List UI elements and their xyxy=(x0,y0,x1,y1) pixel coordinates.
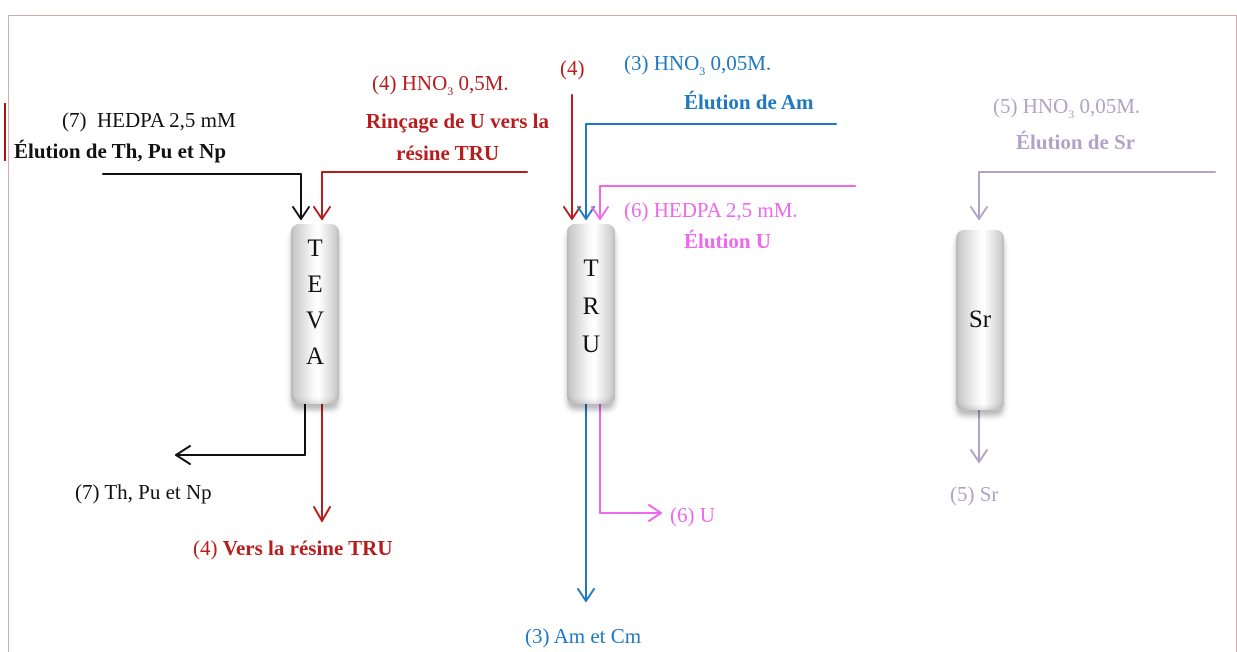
teva-letter: E xyxy=(307,271,323,298)
step-number: (5) xyxy=(993,94,1018,118)
step-number: (3) xyxy=(624,51,649,75)
tru-inlet-red-arrow xyxy=(563,94,581,220)
sr-column: Sr xyxy=(956,230,1004,410)
frame-left-border xyxy=(8,15,9,652)
tru-inlet-hedpa-subtitle: Élution U xyxy=(684,229,771,253)
sr-inlet-hno3-label: (5) HNO3 0,05M. xyxy=(993,94,1141,121)
teva-outlet-to-tru-arrow xyxy=(313,403,331,522)
destination-text: Vers la résine TRU xyxy=(222,536,393,560)
formula-subscript: 3 xyxy=(699,64,706,78)
tru-outlet-u-label: (6) U xyxy=(670,503,715,527)
tru-inlet-hno3-subtitle: Élution de Am xyxy=(684,90,814,114)
tru-inlet-red-label: (4) xyxy=(560,56,585,80)
tru-letter: R xyxy=(582,293,600,320)
sr-label: Sr xyxy=(968,306,992,333)
concentration: 0,05M. xyxy=(710,51,772,75)
teva-letter: V xyxy=(305,307,325,334)
tru-inlet-hedpa-arrow xyxy=(591,185,856,220)
formula: HNO xyxy=(653,51,700,75)
frame-edge-mark xyxy=(4,103,6,161)
tru-letter: T xyxy=(583,255,599,282)
teva-outlet-to-tru-label: (4) Vers la résine TRU xyxy=(193,538,393,559)
tru-outlet-u-arrow xyxy=(599,403,662,522)
formula: HNO xyxy=(401,71,448,95)
step-number: (7) xyxy=(62,108,87,132)
teva-inlet-hno3-label: (4) HNO3 0,5M. xyxy=(372,71,509,98)
formula-subscript: 3 xyxy=(1068,107,1075,121)
sr-outlet-arrow xyxy=(970,409,988,463)
tru-inlet-hno3-arrow xyxy=(577,123,837,220)
sr-outlet-label: (5) Sr xyxy=(950,482,999,506)
teva-inlet-hedpa-subtitle: Élution de Th, Pu et Np xyxy=(14,139,226,163)
reagent-text: HEDPA 2,5 mM xyxy=(97,108,236,132)
tru-inlet-hedpa-label: (6) HEDPA 2,5 mM. xyxy=(624,200,798,221)
tru-column: T R U xyxy=(567,224,615,404)
teva-outlet-th-pu-np-label: (7) Th, Pu et Np xyxy=(75,480,212,504)
frame-top-border xyxy=(8,15,1237,16)
teva-letter: A xyxy=(305,343,325,370)
concentration: 0,5M. xyxy=(458,71,509,95)
reagent-text: HEDPA 2,5 mM. xyxy=(653,198,798,222)
formula: HNO xyxy=(1022,94,1069,118)
step-number: (4) xyxy=(193,536,218,560)
tru-inlet-hno3-label: (3) HNO3 0,05M. xyxy=(624,51,772,78)
tru-outlet-am-cm-label: (3) Am et Cm xyxy=(525,624,642,648)
teva-inlet-hedpa-arrow xyxy=(102,173,310,220)
teva-letter: T xyxy=(307,235,323,262)
tru-outlet-am-cm-arrow xyxy=(577,403,595,602)
teva-inlet-hno3-line1: Rinçage de U vers la xyxy=(365,109,549,133)
tru-letter: U xyxy=(581,331,601,358)
formula-subscript: 3 xyxy=(447,84,454,98)
teva-inlet-hedpa-label: (7) HEDPA 2,5 mM xyxy=(62,110,236,131)
sr-inlet-hno3-subtitle: Élution de Sr xyxy=(1016,130,1136,154)
teva-outlet-th-pu-np-arrow xyxy=(175,403,306,465)
concentration: 0,05M. xyxy=(1079,94,1141,118)
sr-inlet-hno3-arrow xyxy=(970,171,1216,220)
step-number: (4) xyxy=(372,71,397,95)
teva-column: T E V A xyxy=(291,224,339,404)
teva-inlet-hno3-line2: résine TRU xyxy=(396,141,499,165)
step-number: (6) xyxy=(624,198,649,222)
teva-inlet-hno3-arrow xyxy=(313,171,528,220)
